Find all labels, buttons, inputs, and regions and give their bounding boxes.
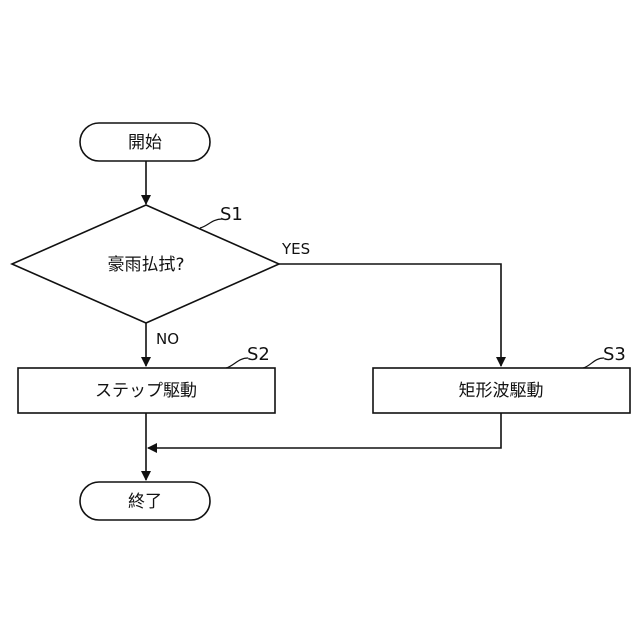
s1-leader (200, 219, 222, 228)
end-label: 終了 (128, 492, 162, 512)
arrow-yes-to-square-drive (279, 264, 501, 366)
s1-step-label: S1 (220, 204, 243, 225)
s3-leader (583, 358, 604, 368)
step-drive-label: ステップ駆動 (95, 381, 197, 401)
start-terminal: 開始 (80, 123, 210, 161)
yes-label: YES (281, 240, 310, 258)
step-drive-node: ステップ駆動 (18, 368, 275, 413)
start-label: 開始 (128, 133, 162, 153)
s3-step-label: S3 (603, 344, 626, 365)
square-wave-drive-label: 矩形波駆動 (459, 381, 544, 401)
end-terminal: 終了 (80, 482, 210, 520)
arrow-square-drive-merge (148, 413, 501, 448)
s2-leader (226, 358, 248, 368)
square-wave-drive-node: 矩形波駆動 (373, 368, 630, 413)
s2-step-label: S2 (247, 344, 270, 365)
decision-label: 豪雨払拭? (107, 254, 184, 275)
no-label: NO (156, 330, 179, 348)
